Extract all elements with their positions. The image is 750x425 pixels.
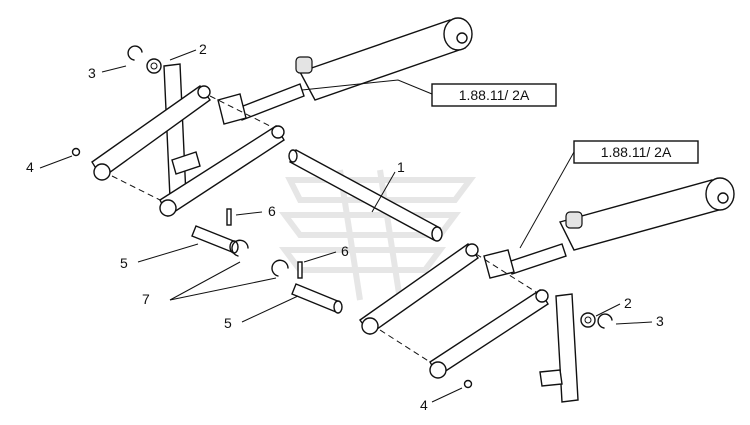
pin-upper (191, 225, 239, 254)
washer-lower (580, 312, 596, 328)
lower-right-link-assembly (359, 243, 579, 403)
reference-label-upper: 1.88.11/ 2A (459, 87, 530, 103)
pin-lower (291, 283, 343, 314)
callout-rollpin-upper: 6 (268, 203, 276, 219)
grease-nipple-upper (71, 147, 81, 157)
callout-circlip-lower: 3 (656, 313, 664, 329)
upper-hydraulic-cylinder (217, 17, 473, 125)
callout-washer-lower: 2 (624, 295, 632, 311)
reference-label-lower: 1.88.11/ 2A (601, 144, 672, 160)
callout-pin-lower: 5 (224, 315, 232, 331)
callout-numbers: 1 2 3 4 5 6 6 7 5 2 3 4 (26, 41, 664, 413)
washer-upper (146, 58, 162, 74)
callout-shaft: 1 (397, 159, 405, 175)
reference-box-lower[interactable]: 1.88.11/ 2A (573, 140, 699, 164)
grease-nipple-lower (463, 379, 473, 389)
callout-rollpin-lower: 6 (341, 243, 349, 259)
leader-lines (39, 49, 653, 403)
callout-washer-upper: 2 (199, 41, 207, 57)
callout-clips: 7 (142, 291, 150, 307)
callout-pin-upper: 5 (120, 255, 128, 271)
callout-circlip-upper: 3 (88, 65, 96, 81)
roll-pin-upper (226, 208, 232, 226)
callout-nipple-lower: 4 (420, 397, 428, 413)
circlip-lower (597, 313, 613, 329)
reference-box-upper[interactable]: 1.88.11/ 2A (431, 83, 557, 107)
roll-pin-lower (297, 261, 303, 279)
callout-nipple-upper: 4 (26, 159, 34, 175)
circlip-upper (127, 45, 143, 61)
lower-hydraulic-cylinder (483, 177, 735, 279)
retaining-clips (231, 239, 289, 277)
cross-shaft (288, 149, 443, 242)
upper-left-link-assembly (91, 63, 285, 218)
